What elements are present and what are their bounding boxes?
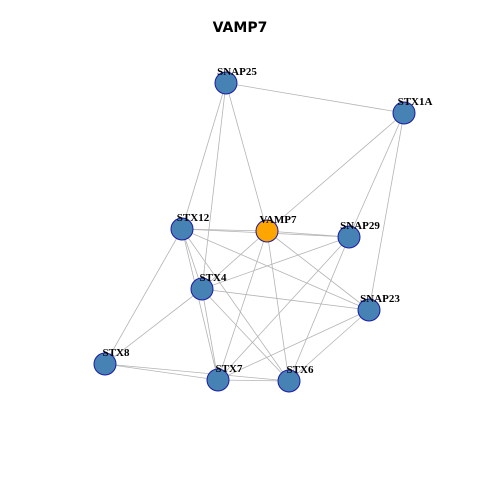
node-stx1a: STX1A xyxy=(392,96,433,125)
node-circle-stx4 xyxy=(190,277,214,301)
node-label-stx1a: STX1A xyxy=(398,96,433,108)
edge-stx12-stx8 xyxy=(104,228,183,365)
node-label-stx12: STX12 xyxy=(177,212,210,224)
node-stx6: STX6 xyxy=(277,364,314,393)
node-circle-stx1a xyxy=(392,101,416,125)
node-circle-snap29 xyxy=(337,225,361,249)
node-label-snap29: SNAP29 xyxy=(340,220,380,232)
node-circle-stx7 xyxy=(206,368,230,392)
node-snap25: SNAP25 xyxy=(214,66,257,95)
edge-vamp7-stx7 xyxy=(217,230,268,381)
edge-snap23-stx6 xyxy=(288,309,370,382)
edge-stx1a-vamp7 xyxy=(266,112,405,232)
edge-snap25-stx1a xyxy=(225,82,405,114)
edge-stx12-snap23 xyxy=(181,228,370,311)
node-label-vamp7: VAMP7 xyxy=(259,214,297,226)
edge-snap25-stx4 xyxy=(201,82,227,290)
node-circle-vamp7 xyxy=(255,219,279,243)
edge-snap25-vamp7 xyxy=(225,82,268,232)
node-circle-stx6 xyxy=(277,369,301,393)
edge-stx1a-snap29 xyxy=(348,112,405,238)
node-snap23: SNAP23 xyxy=(357,293,400,322)
node-circle-stx12 xyxy=(170,217,194,241)
edge-snap29-stx7 xyxy=(217,236,350,381)
node-label-stx8: STX8 xyxy=(103,347,130,359)
edge-vamp7-snap29 xyxy=(266,230,350,238)
edge-stx7-stx6 xyxy=(217,379,290,382)
edge-stx4-stx6 xyxy=(201,288,290,382)
edge-snap29-stx6 xyxy=(288,236,350,382)
edge-snap23-stx7 xyxy=(217,309,370,381)
graph-title: VAMP7 xyxy=(212,20,268,36)
edge-vamp7-stx6 xyxy=(266,230,290,382)
edge-vamp7-stx4 xyxy=(201,230,268,290)
node-label-stx7: STX7 xyxy=(216,363,243,375)
edge-snap29-stx4 xyxy=(201,236,350,290)
node-stx8: STX8 xyxy=(93,347,130,376)
edge-stx4-snap23 xyxy=(201,288,370,311)
edge-snap25-stx12 xyxy=(181,82,227,230)
node-vamp7: VAMP7 xyxy=(255,214,297,243)
node-circle-stx8 xyxy=(93,352,117,376)
edge-stx8-stx7 xyxy=(104,363,219,381)
node-label-snap23: SNAP23 xyxy=(360,293,400,305)
edge-layer xyxy=(104,82,405,382)
edge-stx12-stx7 xyxy=(181,228,219,381)
edge-stx4-stx7 xyxy=(201,288,219,381)
node-snap29: SNAP29 xyxy=(337,220,380,249)
node-circle-snap25 xyxy=(214,71,238,95)
node-stx4: STX4 xyxy=(190,272,227,301)
node-label-stx6: STX6 xyxy=(287,364,314,376)
node-label-snap25: SNAP25 xyxy=(217,66,257,78)
edge-stx8-stx6 xyxy=(104,363,290,382)
node-stx12: STX12 xyxy=(170,212,210,241)
edge-stx1a-snap23 xyxy=(368,112,405,311)
node-circle-snap23 xyxy=(357,298,381,322)
edge-stx4-stx8 xyxy=(104,288,203,365)
node-label-stx4: STX4 xyxy=(200,272,227,284)
node-stx7: STX7 xyxy=(206,363,243,392)
